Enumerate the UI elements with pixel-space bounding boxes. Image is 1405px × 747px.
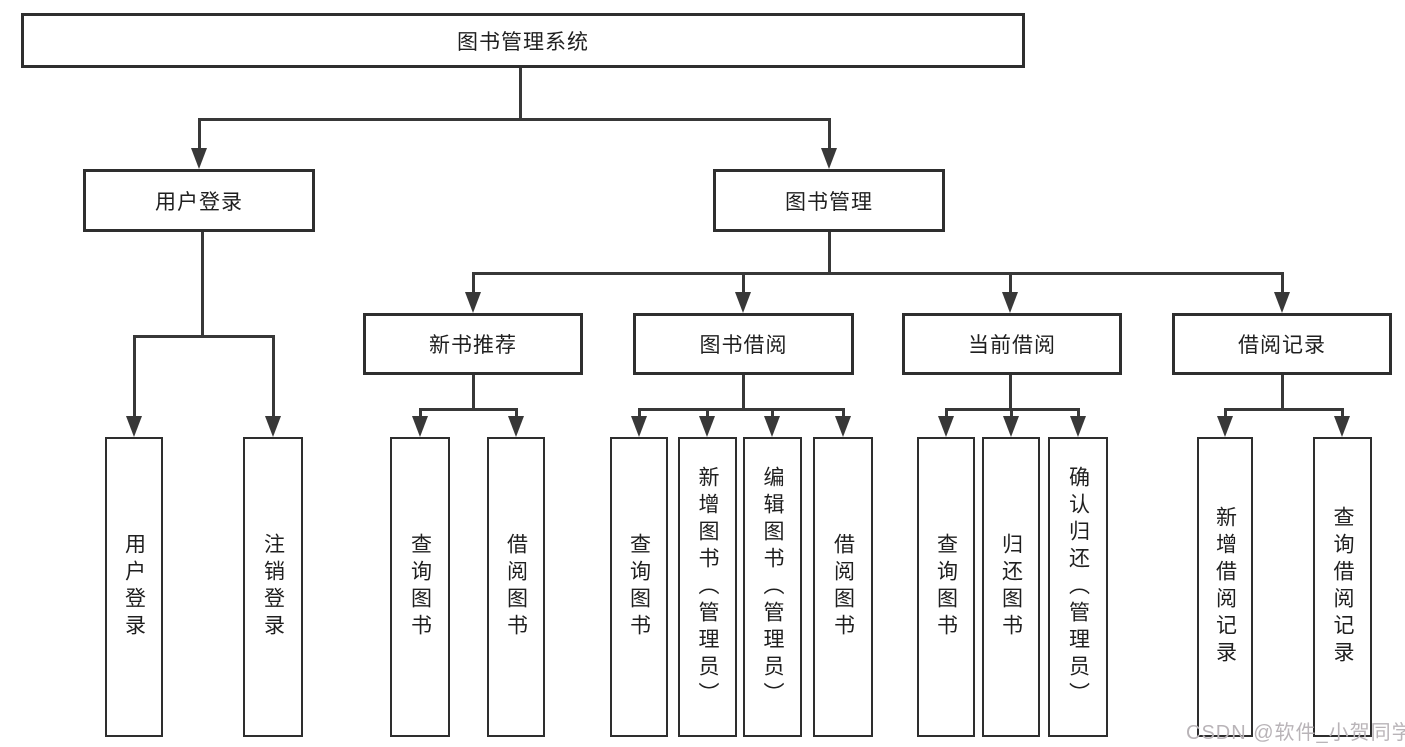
leaf-label: 新增借阅记录 [1213, 506, 1237, 668]
connector-line [771, 408, 774, 419]
arrow-down-icon [631, 416, 647, 437]
node-label: 借阅记录 [1238, 334, 1326, 357]
node-current-borrowing: 当前借阅 [902, 313, 1122, 375]
leaf-query-books-recommend: 查询图书 [390, 437, 450, 737]
arrow-down-icon [1002, 292, 1018, 313]
arrow-down-icon [1217, 416, 1233, 437]
arrow-down-icon [1334, 416, 1350, 437]
node-label: 当前借阅 [968, 334, 1056, 357]
leaf-label: 借阅图书 [504, 533, 528, 641]
leaf-confirm-return-admin: 确认归还（管理员） [1048, 437, 1108, 737]
leaf-label: 借阅图书 [831, 533, 855, 641]
leaf-label: 注销登录 [261, 533, 285, 641]
connector-line [638, 408, 641, 419]
leaf-borrow-books-borrowing: 借阅图书 [813, 437, 873, 737]
leaf-add-borrow-record: 新增借阅记录 [1197, 437, 1253, 737]
connector-line [1077, 408, 1080, 419]
csdn-watermark: CSDN @软件_小贺同学 [1186, 722, 1405, 744]
connector-line [272, 335, 275, 419]
leaf-logout: 注销登录 [243, 437, 303, 737]
arrow-down-icon [191, 148, 207, 169]
leaf-query-books-current: 查询图书 [917, 437, 975, 737]
connector-line [133, 335, 275, 338]
node-label: 图书借阅 [699, 334, 788, 357]
connector-line [1224, 408, 1344, 411]
leaf-query-borrow-record: 查询借阅记录 [1313, 437, 1372, 737]
connector-line [842, 408, 845, 419]
connector-line [945, 408, 948, 419]
arrow-down-icon [1070, 416, 1086, 437]
leaf-label: 查询借阅记录 [1331, 506, 1354, 668]
leaf-label: 查询图书 [934, 533, 958, 641]
arrow-down-icon [265, 416, 281, 437]
connector-line [1341, 408, 1344, 419]
connector-line [519, 68, 522, 121]
arrow-down-icon [821, 148, 837, 169]
arrow-down-icon [764, 416, 780, 437]
leaf-user-login: 用户登录 [105, 437, 163, 737]
leaf-label: 查询图书 [408, 533, 432, 641]
arrow-down-icon [1274, 292, 1290, 313]
node-root-book-management-system: 图书管理系统 [21, 13, 1025, 68]
leaf-borrow-books-recommend: 借阅图书 [487, 437, 545, 737]
arrow-down-icon [412, 416, 428, 437]
leaf-query-books-borrowing: 查询图书 [610, 437, 668, 737]
arrow-down-icon [938, 416, 954, 437]
node-user-login: 用户登录 [83, 169, 315, 232]
node-label: 图书管理系统 [457, 30, 589, 54]
node-book-management: 图书管理 [713, 169, 945, 232]
connector-line [1281, 272, 1284, 296]
arrow-down-icon [835, 416, 851, 437]
connector-line [742, 375, 745, 411]
node-book-borrowing: 图书借阅 [633, 313, 854, 375]
connector-line [706, 408, 709, 419]
connector-line [742, 272, 745, 296]
arrow-down-icon [1003, 416, 1019, 437]
connector-line [199, 118, 831, 121]
arrow-down-icon [126, 416, 142, 437]
connector-line [472, 272, 1284, 275]
node-label: 用户登录 [155, 190, 243, 214]
connector-line [828, 232, 831, 275]
connector-line [515, 408, 518, 419]
leaf-label: 用户登录 [122, 533, 146, 641]
leaf-return-books: 归还图书 [982, 437, 1040, 737]
connector-line [1010, 408, 1013, 419]
node-label: 新书推荐 [429, 334, 517, 357]
connector-line [1009, 375, 1012, 411]
connector-line [133, 335, 136, 419]
arrow-down-icon [735, 292, 751, 313]
leaf-label: 归还图书 [999, 533, 1023, 641]
connector-line [198, 118, 201, 152]
leaf-label: 编辑图书（管理员） [761, 465, 784, 709]
leaf-label: 查询图书 [627, 533, 651, 641]
leaf-label: 确认归还（管理员） [1066, 465, 1090, 709]
connector-line [1281, 375, 1284, 411]
connector-line [1224, 408, 1227, 419]
connector-line [1009, 272, 1012, 296]
arrow-down-icon [508, 416, 524, 437]
node-new-book-recommendation: 新书推荐 [363, 313, 583, 375]
leaf-edit-book-admin: 编辑图书（管理员） [743, 437, 802, 737]
connector-line [419, 408, 422, 419]
node-borrowing-records: 借阅记录 [1172, 313, 1392, 375]
connector-line [638, 408, 845, 411]
connector-line [472, 375, 475, 411]
connector-line [472, 272, 475, 296]
connector-line [828, 118, 831, 152]
leaf-label: 新增图书（管理员） [696, 465, 719, 709]
arrow-down-icon [699, 416, 715, 437]
connector-line [419, 408, 518, 411]
arrow-down-icon [465, 292, 481, 313]
leaf-add-book-admin: 新增图书（管理员） [678, 437, 737, 737]
connector-line [201, 232, 204, 338]
node-label: 图书管理 [785, 190, 873, 214]
